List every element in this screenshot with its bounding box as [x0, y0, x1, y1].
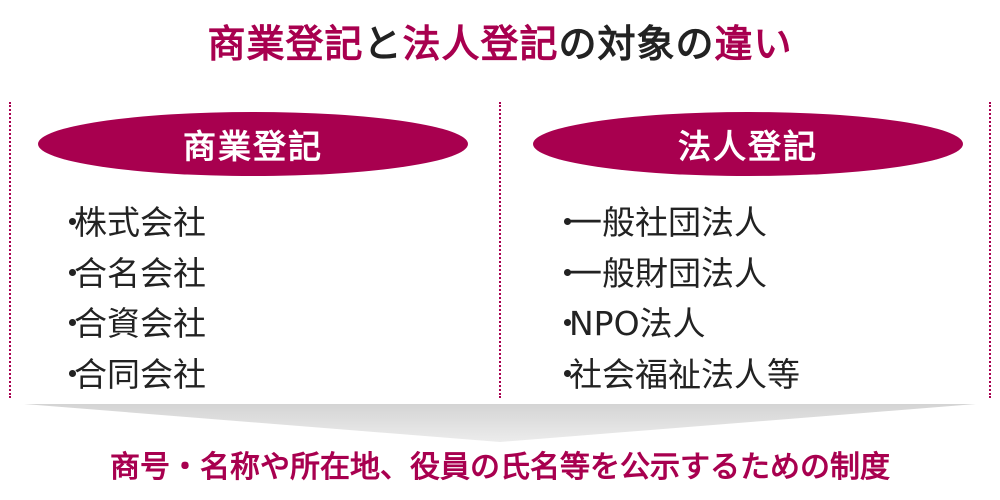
- list-item-label: 一般財団法人: [569, 253, 767, 293]
- list-item-label: 合資会社: [74, 304, 206, 343]
- list-item: ・NPO法人: [551, 299, 800, 350]
- right-border-line: [989, 102, 991, 398]
- bullet-dot: ・: [56, 203, 89, 242]
- commercial-registration-list: ・株式会社 ・合名会社 ・合資会社 ・合同会社: [56, 198, 206, 400]
- corporate-registration-heading: 法人登記: [533, 112, 963, 176]
- list-item-label: NPO法人: [569, 304, 706, 343]
- list-item-label: 一般社団法人: [569, 203, 767, 242]
- list-item: ・株式会社: [56, 198, 206, 249]
- corporate-registration-heading-label: 法人登記: [678, 127, 818, 166]
- bullet-dot: ・: [56, 304, 89, 343]
- commercial-registration-heading-label: 商業登記: [183, 127, 323, 166]
- list-item: ・合名会社: [56, 249, 206, 300]
- title-part-and: と: [363, 22, 403, 66]
- bullet-dot: ・: [551, 354, 584, 394]
- bullet-dot: ・: [551, 304, 584, 343]
- summary-caption: 商号・名称や所在地、役員の氏名等を公示するための制度: [110, 450, 890, 485]
- title-part-subject: の対象の: [558, 22, 715, 66]
- corporate-registration-list: ・一般社団法人 ・一般財団法人 ・NPO法人 ・社会福祉法人等: [551, 198, 800, 400]
- title-part-difference: 違い: [714, 22, 793, 66]
- bullet-dot: ・: [551, 253, 584, 293]
- list-item-label: 合名会社: [74, 253, 206, 293]
- list-item: ・一般社団法人: [551, 198, 800, 249]
- list-item: ・合資会社: [56, 299, 206, 350]
- list-item-label: 株式会社: [74, 203, 206, 242]
- list-item: ・合同会社: [56, 350, 206, 401]
- bullet-dot: ・: [551, 203, 584, 242]
- title-part-commercial-registration: 商業登記: [207, 22, 364, 66]
- list-item-label: 社会福祉法人等: [569, 354, 800, 394]
- down-arrow-polygon: [24, 404, 976, 442]
- list-item-label: 合同会社: [74, 354, 206, 394]
- bullet-dot: ・: [56, 354, 89, 394]
- center-divider-line: [499, 102, 501, 398]
- bullet-dot: ・: [56, 253, 89, 293]
- title-part-corporate-registration: 法人登記: [402, 22, 559, 66]
- commercial-registration-heading: 商業登記: [38, 112, 468, 176]
- list-item: ・社会福祉法人等: [551, 350, 800, 401]
- list-item: ・一般財団法人: [551, 249, 800, 300]
- left-border-line: [9, 102, 11, 398]
- page-title: 商業登記と法人登記の対象の違い: [0, 14, 1000, 74]
- down-arrow-shape: [24, 404, 976, 442]
